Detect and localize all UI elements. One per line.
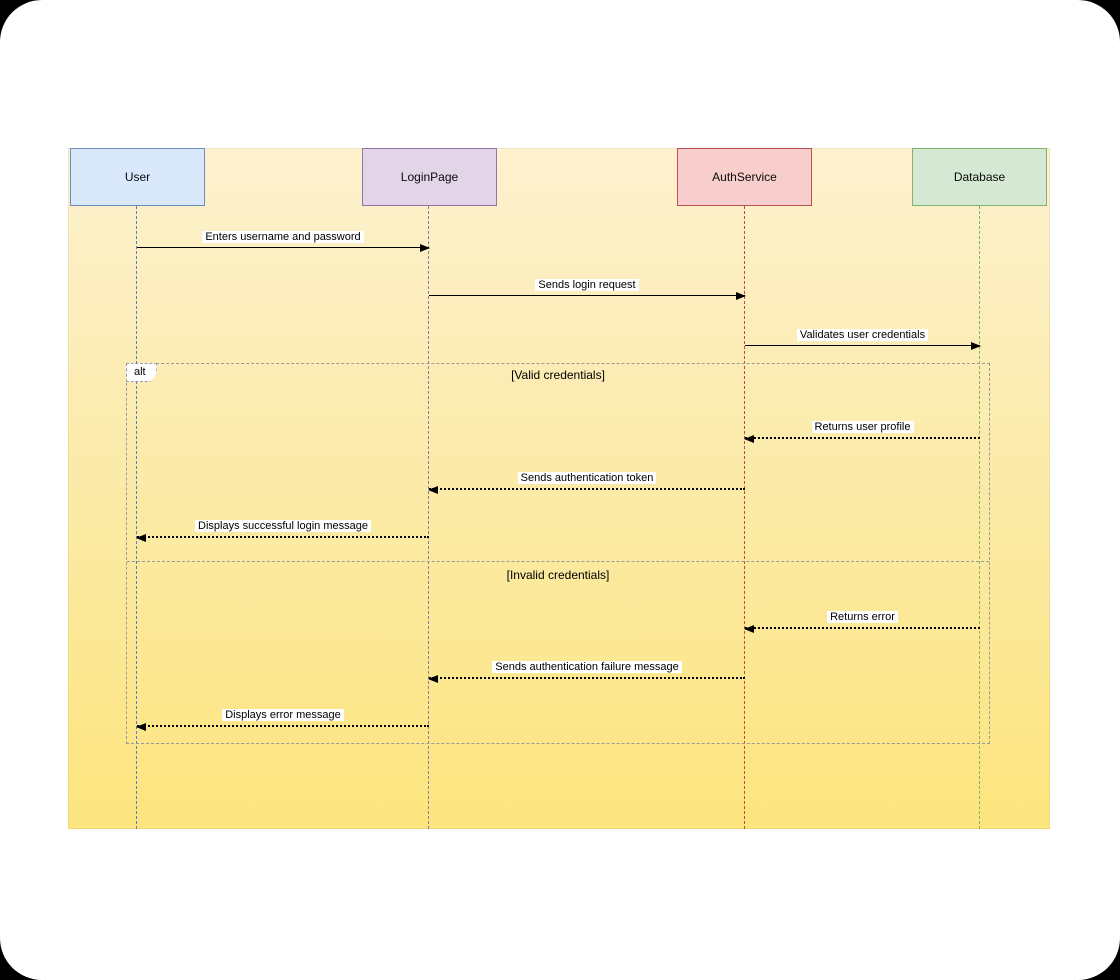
message-label: Sends login request bbox=[389, 279, 785, 292]
arrowhead-icon bbox=[744, 625, 754, 633]
arrowhead-icon bbox=[136, 723, 146, 731]
alt-section-divider bbox=[127, 561, 989, 562]
message-line bbox=[744, 435, 980, 443]
arrowhead-icon bbox=[744, 435, 754, 443]
actor-box-database: Database bbox=[912, 148, 1047, 206]
message-line bbox=[136, 534, 429, 542]
actor-label: LoginPage bbox=[400, 170, 459, 184]
message-line bbox=[745, 342, 981, 350]
actor-label: User bbox=[124, 170, 151, 184]
message-line bbox=[136, 723, 429, 731]
actor-box-user: User bbox=[70, 148, 205, 206]
actor-label: AuthService bbox=[712, 170, 777, 184]
message-label: Validates user credentials bbox=[705, 329, 1020, 342]
actor-box-authservice: AuthService bbox=[677, 148, 812, 206]
actor-label: Database bbox=[953, 170, 1006, 184]
lifeline-database bbox=[979, 206, 980, 829]
arrowhead-icon bbox=[428, 675, 438, 683]
message-line bbox=[429, 292, 746, 300]
sequence-diagram-canvas: User LoginPage AuthService Database alt … bbox=[68, 148, 1050, 829]
message-line bbox=[137, 244, 430, 252]
arrowhead-icon bbox=[136, 534, 146, 542]
alt-frame: alt [Valid credentials] [Invalid credent… bbox=[126, 363, 990, 744]
arrowhead-icon bbox=[420, 244, 430, 252]
alt-condition-invalid: [Invalid credentials] bbox=[506, 568, 610, 582]
lifeline-loginpage bbox=[428, 206, 429, 829]
message-label: Enters username and password bbox=[97, 231, 469, 244]
arrowhead-icon bbox=[428, 486, 438, 494]
actor-box-loginpage: LoginPage bbox=[362, 148, 497, 206]
message-line bbox=[428, 486, 745, 494]
arrowhead-icon bbox=[971, 342, 981, 350]
arrowhead-icon bbox=[736, 292, 746, 300]
message-line bbox=[744, 625, 980, 633]
lifeline-user bbox=[136, 206, 137, 829]
message-line bbox=[428, 675, 745, 683]
alt-operator-label: alt bbox=[126, 363, 157, 382]
alt-condition-valid: [Valid credentials] bbox=[511, 368, 605, 382]
lifeline-authservice bbox=[744, 206, 745, 829]
